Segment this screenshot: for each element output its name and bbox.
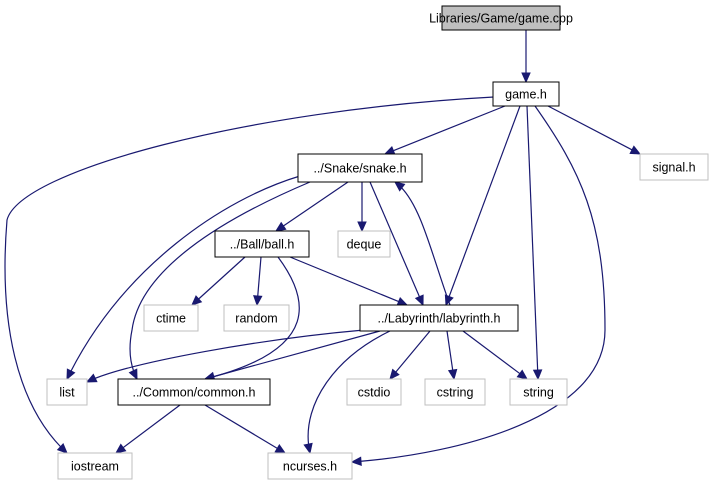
edge-common_h-to-ncurses_h <box>204 404 287 454</box>
node-game-cpp: Libraries/Game/game.cpp <box>429 5 573 31</box>
edge-game_h-to-snake_h <box>383 105 506 155</box>
node-label: game.h <box>505 88 547 102</box>
edge-ball_h-to-labyrinth_h <box>289 256 409 306</box>
node-label: ../Labyrinth/labyrinth.h <box>378 312 501 326</box>
node-label: list <box>59 386 75 400</box>
node-label: cstring <box>437 386 474 400</box>
node-ball-h[interactable]: ../Ball/ball.h <box>214 230 310 258</box>
edge-ball_h-to-ctime <box>191 256 246 306</box>
dependency-edges <box>4 30 642 467</box>
edge-snake_h-to-labyrinth_h <box>369 181 424 307</box>
node-game-h[interactable]: game.h <box>492 81 560 107</box>
node-label: ../Ball/ball.h <box>230 238 295 252</box>
node-label: cstdio <box>358 386 391 400</box>
node-random: random <box>223 304 290 332</box>
node-common-h[interactable]: ../Common/common.h <box>117 378 271 406</box>
edge-ball_h-to-random <box>253 256 263 307</box>
edge-game_h-to-signal_h <box>547 105 642 155</box>
node-label: ncurses.h <box>283 460 337 474</box>
node-signal-h: signal.h <box>639 153 709 181</box>
node-ncurses-h: ncurses.h <box>267 452 353 480</box>
node-label: random <box>235 312 277 326</box>
edge-game_h-to-iostream <box>4 96 495 454</box>
node-label: Libraries/Game/game.cpp <box>429 12 573 26</box>
edge-labyrinth_h-to-snake_h <box>394 181 451 306</box>
node-labyrinth-h[interactable]: ../Labyrinth/labyrinth.h <box>359 304 519 332</box>
edge-game_h-to-ncurses_h <box>350 105 606 467</box>
node-snake-h[interactable]: ../Snake/snake.h <box>297 153 423 183</box>
edge-labyrinth_h-to-ncurses_h <box>303 330 391 455</box>
node-label: ../Common/common.h <box>133 386 256 400</box>
edge-snake_h-to-common_h <box>128 181 311 381</box>
edge-game_cpp-to-game_h <box>521 30 531 84</box>
edge-common_h-to-iostream <box>115 404 181 454</box>
edge-labyrinth_h-to-string <box>462 330 528 380</box>
node-deque: deque <box>337 230 391 258</box>
edge-labyrinth_h-to-cstring <box>446 330 458 381</box>
edge-labyrinth_h-to-cstdio <box>389 330 431 380</box>
node-label: signal.h <box>652 161 695 175</box>
node-ctime: ctime <box>143 304 199 332</box>
node-label: ctime <box>156 312 186 326</box>
edge-labyrinth_h-to-list <box>85 329 365 383</box>
dependency-nodes: Libraries/Game/game.cpp game.h ../Snake/sn… <box>46 5 709 480</box>
node-label: iostream <box>71 460 119 474</box>
node-list: list <box>46 378 88 406</box>
edge-snake_h-to-deque <box>357 182 367 233</box>
edge-snake_h-to-list <box>66 175 301 381</box>
edge-game_h-to-string <box>526 105 543 381</box>
edge-snake_h-to-ball_h <box>274 181 349 232</box>
node-iostream: iostream <box>57 452 133 480</box>
node-label: ../Snake/snake.h <box>313 162 406 176</box>
node-string: string <box>509 378 568 406</box>
node-cstdio: cstdio <box>346 378 402 406</box>
edge-game_h-to-labyrinth_h <box>444 105 521 307</box>
node-label: deque <box>347 238 382 252</box>
node-cstring: cstring <box>424 378 486 406</box>
node-label: string <box>523 386 554 400</box>
